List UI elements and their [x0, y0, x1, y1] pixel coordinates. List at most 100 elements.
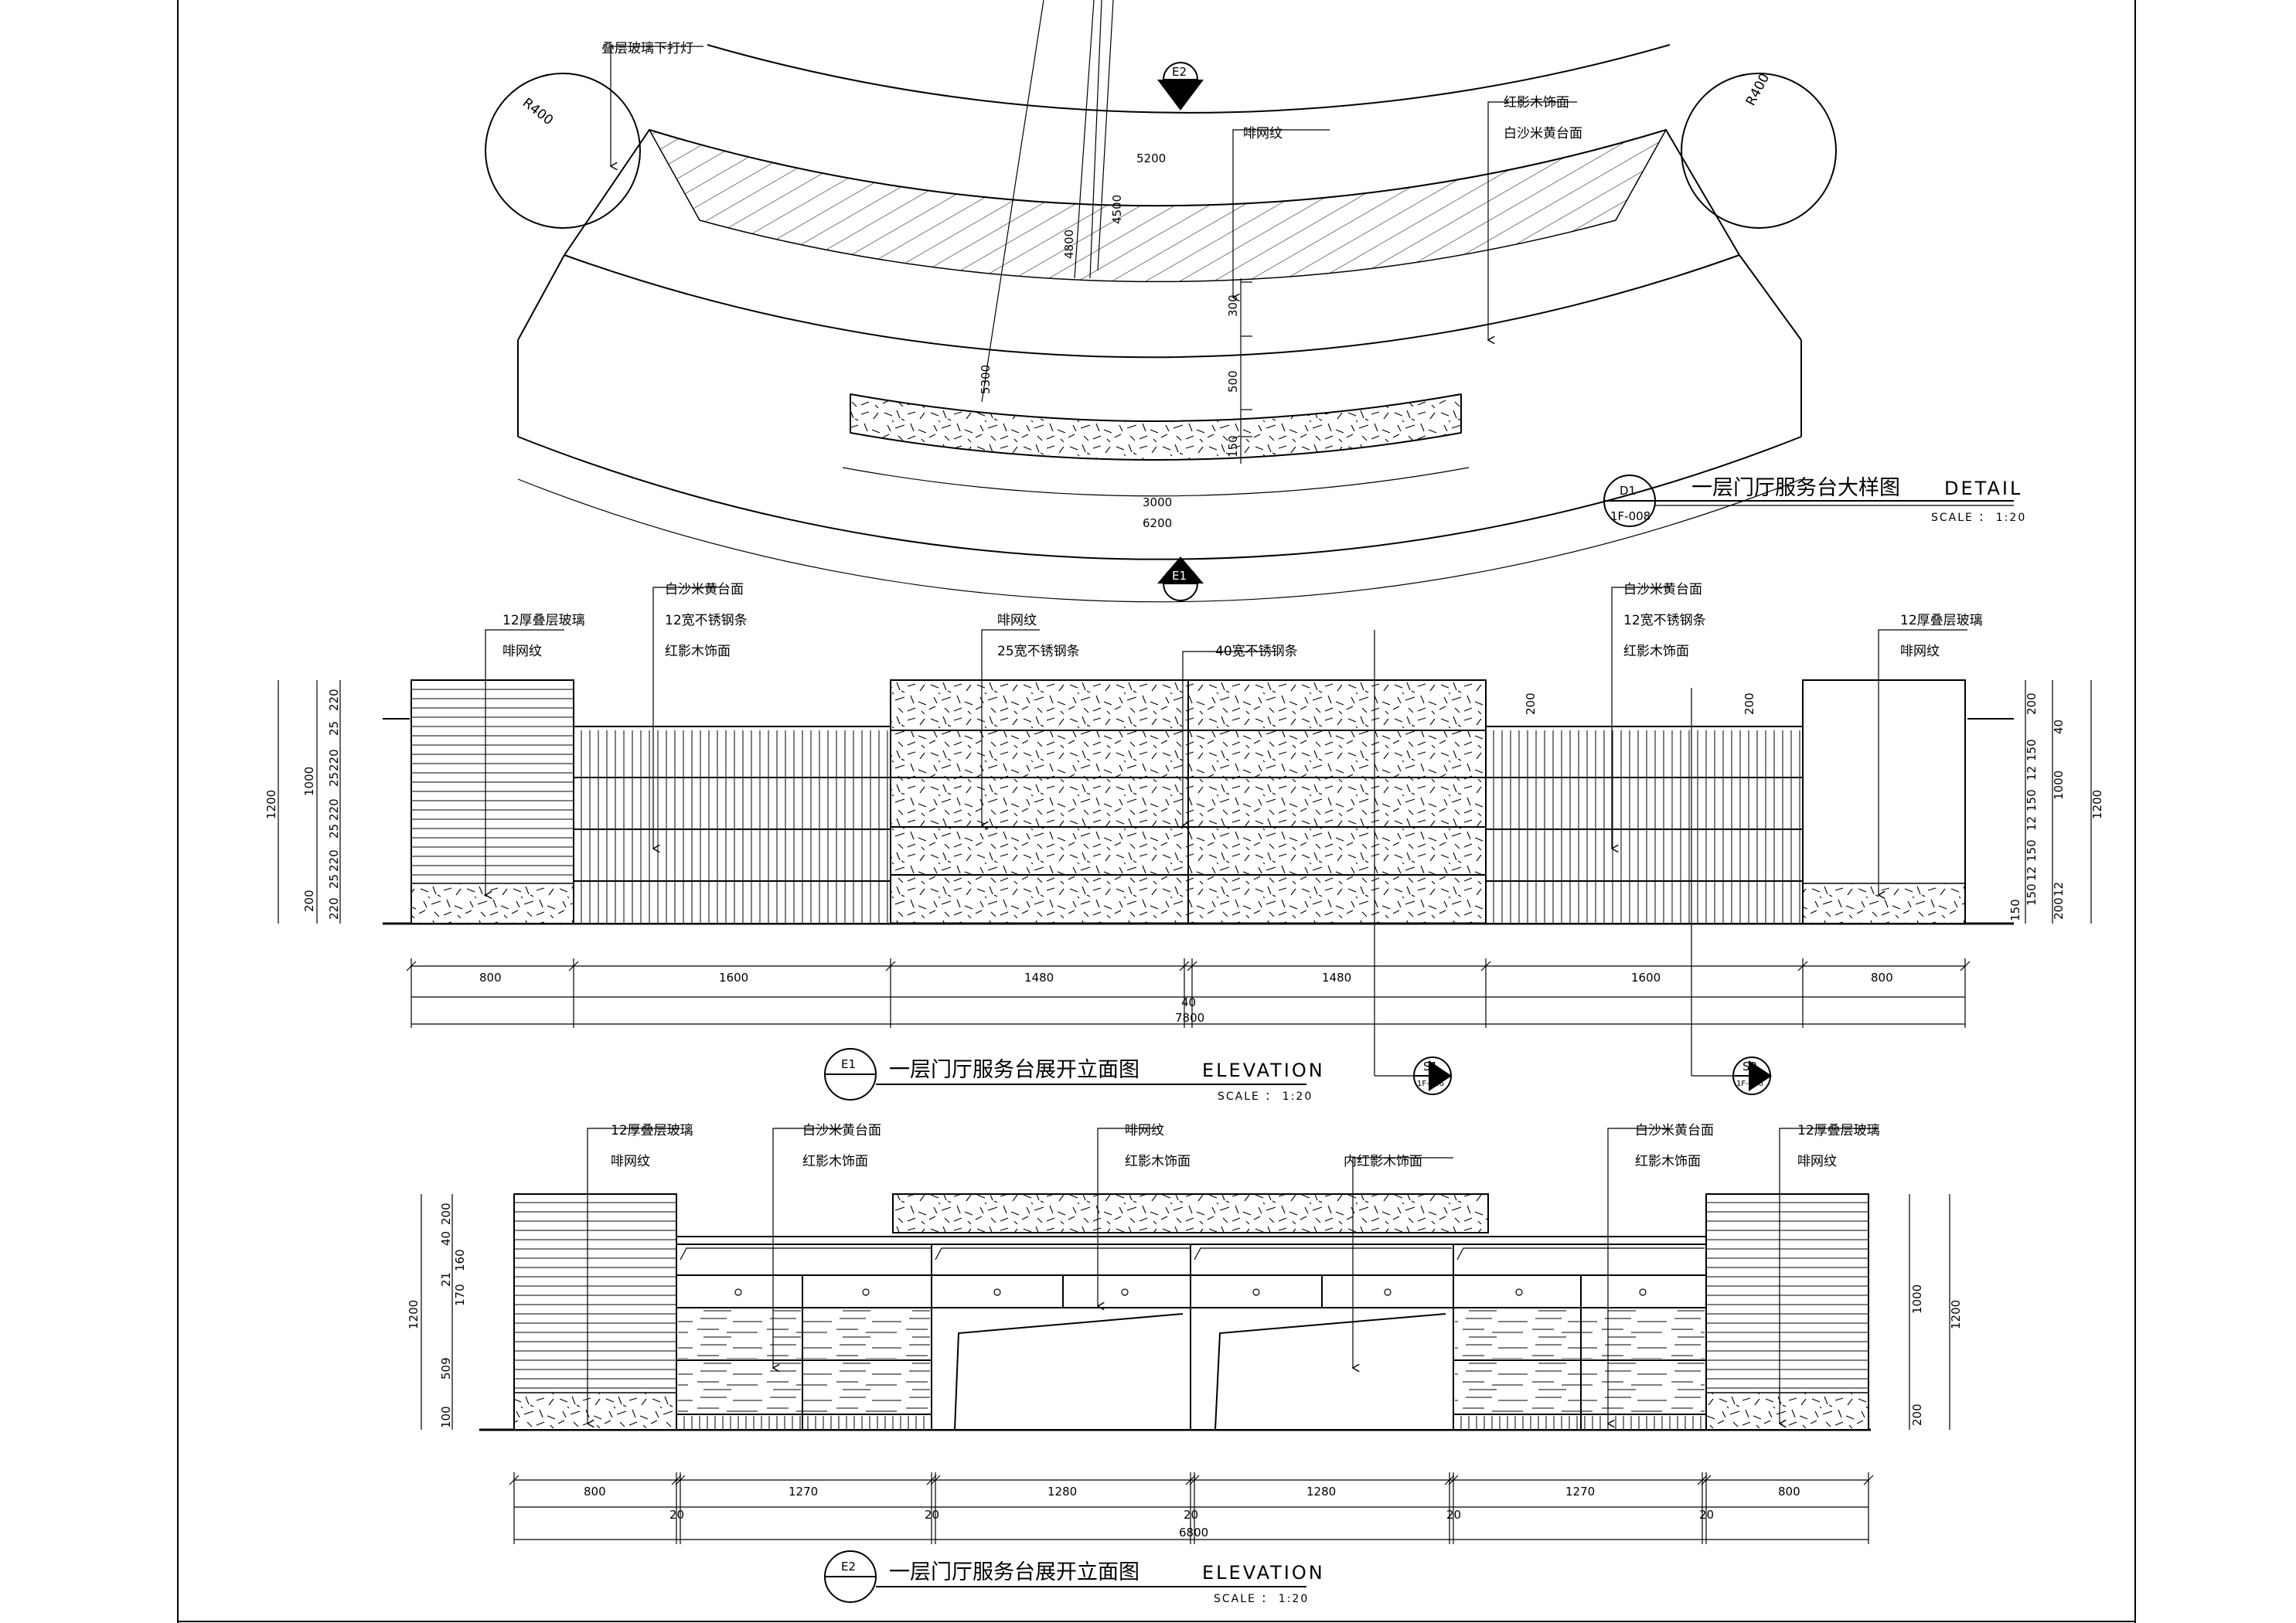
elevation-marker-e2: E2: [1157, 62, 1204, 111]
dim-5200: 5200: [1136, 151, 1166, 165]
svg-text:25: 25: [327, 874, 341, 889]
svg-text:150: 150: [2025, 739, 2039, 761]
svg-text:E2: E2: [1172, 65, 1187, 79]
svg-text:509: 509: [439, 1357, 453, 1380]
e1-dim-gap: 40: [1181, 995, 1196, 1009]
plan-counter-hatch: [648, 128, 1667, 283]
dim-6200: 6200: [1143, 516, 1172, 530]
e1-dim-0: 800: [479, 971, 502, 985]
title-e1-scale: SCALE ： 1:20: [1218, 1091, 1313, 1103]
e1-label-fabric: 啡网纹: [502, 644, 542, 659]
title-e1-text: 一层门厅服务台展开立面图: [889, 1058, 1139, 1082]
svg-text:200: 200: [1524, 692, 1538, 715]
e2-dim-2: 1280: [1048, 1485, 1077, 1499]
title-d1-tag: D1: [1620, 484, 1636, 498]
e2-label-redwood-right: 红影木饰面: [1635, 1154, 1701, 1169]
title-d1-sheet-ref: 1F-008: [1610, 509, 1650, 523]
e1-label-steel25: 25宽不锈钢条: [997, 644, 1080, 659]
e2-top-stone: [892, 1193, 1489, 1233]
e2-dim-left-1200: 1200: [407, 1300, 421, 1329]
radius-right-label: R400: [1743, 71, 1773, 108]
svg-text:20: 20: [925, 1508, 939, 1522]
svg-text:20: 20: [1699, 1508, 1714, 1522]
svg-text:220: 220: [327, 897, 341, 920]
e2-label-fabric-mid: 啡网纹: [1125, 1123, 1164, 1138]
e2-label-glass12-right: 12厚叠层玻璃: [1797, 1123, 1880, 1138]
svg-text:S2: S2: [1742, 1060, 1757, 1073]
elevation-marker-e1: E1: [1157, 556, 1204, 601]
svg-text:25: 25: [327, 824, 341, 839]
e2-dim-right-1200: 1200: [1949, 1300, 1963, 1329]
radius-left-label: R400: [519, 95, 556, 128]
e2-dim-1: 1270: [789, 1485, 818, 1499]
elevation-e1: 12厚叠层玻璃 啡网纹 白沙米黄台面 12宽不锈钢条 红影木饰面 啡网纹 25宽…: [264, 582, 2104, 1103]
e1-label-steel12-right: 12宽不锈钢条: [1623, 613, 1706, 628]
e1-dim-5: 800: [1871, 971, 1893, 985]
svg-text:200: 200: [2052, 897, 2066, 920]
svg-text:21: 21: [439, 1272, 453, 1287]
e2-dim-right-200: 200: [1910, 1404, 1924, 1426]
e1-dim-3: 1480: [1322, 971, 1351, 985]
svg-text:170: 170: [453, 1284, 467, 1306]
svg-text:20: 20: [669, 1508, 684, 1522]
dim-300: 300: [1226, 294, 1240, 317]
title-e1-en: ELEVATION: [1202, 1060, 1325, 1081]
e1-dim-left-200: 200: [302, 890, 316, 912]
svg-text:20: 20: [1446, 1508, 1461, 1522]
e2-dim-4: 1270: [1565, 1485, 1595, 1499]
title-e2-mark: E2: [841, 1560, 856, 1574]
svg-text:20: 20: [1184, 1508, 1198, 1522]
svg-text:200: 200: [439, 1203, 453, 1225]
title-d1-en: DETAIL: [1944, 478, 2022, 499]
e2-label-beige-top-right: 白沙米黄台面: [1635, 1123, 1714, 1138]
title-d1-text: 一层门厅服务台大样图: [1691, 476, 1900, 500]
plan-arc-counter-front: [564, 254, 1740, 359]
dim-4800: 4800: [1062, 230, 1076, 259]
svg-text:150: 150: [2025, 839, 2039, 862]
e1-dim-right-1000: 1000: [2052, 771, 2066, 800]
svg-text:40: 40: [2052, 720, 2066, 734]
section-marker-s2: S2 1F-016: [1732, 1056, 1772, 1095]
e1-label-redwood: 红影木饰面: [665, 644, 731, 659]
e1-label-glass12-right: 12厚叠层玻璃: [1900, 613, 1983, 628]
title-e2-text: 一层门厅服务台展开立面图: [889, 1560, 1139, 1584]
e1-label-steel12: 12宽不锈钢条: [665, 613, 748, 628]
label-plan-beige-top: 白沙米黄台面: [1504, 126, 1582, 141]
label-plan-fabric: 啡网纹: [1243, 126, 1283, 141]
svg-text:40: 40: [439, 1231, 453, 1246]
svg-text:12: 12: [2025, 816, 2039, 831]
plan-stone-band: [850, 393, 1462, 461]
e1-dim-left-1200: 1200: [264, 790, 278, 819]
svg-text:220: 220: [327, 849, 341, 872]
e2-dim-0: 800: [584, 1485, 606, 1499]
plan-column-left: [485, 73, 641, 229]
dim-500: 500: [1226, 370, 1240, 393]
title-e2-scale: SCALE ： 1:20: [1214, 1593, 1309, 1605]
plan-column-right: [1681, 73, 1837, 229]
e1-label-beige-top-right: 白沙米黄台面: [1623, 582, 1702, 597]
e1-label-fabric-mid: 啡网纹: [997, 613, 1037, 628]
e1-label-glass12: 12厚叠层玻璃: [502, 613, 585, 628]
title-e2: E2 一层门厅服务台展开立面图 ELEVATION SCALE ： 1:20: [824, 1550, 1325, 1605]
dim-4500: 4500: [1110, 195, 1124, 224]
svg-text:12: 12: [2052, 882, 2066, 897]
e1-label-fabric-right: 啡网纹: [1900, 644, 1940, 659]
e2-dim-3: 1280: [1306, 1485, 1336, 1499]
title-e2-en: ELEVATION: [1202, 1562, 1325, 1584]
svg-text:12: 12: [2025, 766, 2039, 781]
svg-text:E1: E1: [1172, 569, 1187, 583]
svg-text:220: 220: [327, 689, 341, 711]
svg-text:1F-016: 1F-016: [1417, 1080, 1444, 1088]
title-d1-scale: SCALE ： 1:20: [1931, 512, 2026, 524]
label-glass-light: 叠层玻璃下打灯: [601, 41, 693, 56]
title-d1: D1 1F-008 一层门厅服务台大样图 DETAIL SCALE ： 1:20: [1603, 475, 2026, 527]
dim-150: 150: [1226, 435, 1240, 458]
e2-label-fabric-right: 啡网纹: [1797, 1154, 1837, 1169]
title-e1-mark: E1: [841, 1057, 856, 1071]
svg-text:12: 12: [2025, 866, 2039, 881]
e1-label-redwood-right: 红影木饰面: [1623, 644, 1689, 659]
e2-dim-right-1000: 1000: [1910, 1284, 1924, 1314]
e1-dim-1: 1600: [719, 971, 748, 985]
svg-text:200: 200: [2025, 692, 2039, 715]
label-plan-redwood: 红影木饰面: [1504, 95, 1569, 111]
